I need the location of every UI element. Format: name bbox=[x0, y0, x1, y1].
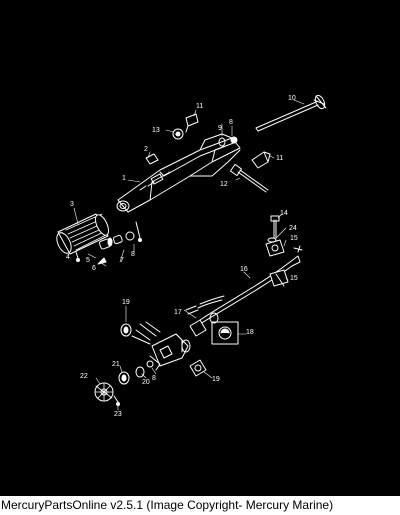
callout-1: 1 bbox=[122, 175, 126, 182]
callout-6: 6 bbox=[92, 265, 96, 272]
cap-11-right bbox=[251, 151, 271, 169]
callout-11b: 11 bbox=[276, 155, 283, 162]
washer-20 bbox=[135, 366, 145, 378]
washer-9-8 bbox=[218, 136, 238, 147]
exploded-parts-diagram: 1 2 3 4 5 6 7 8 8 8 9 10 11 11 12 13 14 … bbox=[56, 94, 327, 418]
decal-part bbox=[145, 153, 159, 165]
callout-11a: 11 bbox=[196, 103, 203, 110]
washer-24 bbox=[267, 237, 277, 243]
callout-4: 4 bbox=[66, 254, 70, 261]
callout-21: 21 bbox=[112, 361, 120, 368]
copyright-footer: MercuryPartsOnline v2.5.1 (Image Copyrig… bbox=[0, 496, 400, 515]
diagram-drawing: 1 2 3 4 5 6 7 8 8 8 9 10 11 11 12 13 14 … bbox=[56, 94, 327, 418]
bushing-13 bbox=[172, 128, 184, 140]
callout-5: 5 bbox=[86, 257, 90, 264]
callout-8a: 8 bbox=[131, 251, 135, 258]
callout-18: 18 bbox=[246, 329, 254, 336]
callout-19b: 19 bbox=[212, 376, 220, 383]
bushing-19-lower bbox=[189, 359, 207, 377]
callout-16: 16 bbox=[240, 266, 248, 273]
callout-22: 22 bbox=[80, 373, 88, 380]
callout-24: 24 bbox=[289, 225, 297, 232]
shift-cable-16 bbox=[199, 245, 303, 325]
callout-15a: 15 bbox=[290, 235, 298, 242]
clamp-15-upper bbox=[265, 239, 285, 257]
twist-grip bbox=[56, 213, 109, 255]
callout-19a: 19 bbox=[122, 299, 130, 306]
callout-8c: 8 bbox=[152, 375, 156, 382]
leader-lines bbox=[73, 99, 305, 411]
bushing-19-upper bbox=[120, 323, 132, 337]
shift-bracket bbox=[131, 321, 191, 371]
screw-23 bbox=[113, 395, 120, 406]
inset-box-18 bbox=[211, 321, 239, 345]
callout-12: 12 bbox=[220, 181, 228, 188]
bushing-21 bbox=[118, 371, 130, 385]
callout-3: 3 bbox=[70, 201, 74, 208]
screw-4 bbox=[75, 251, 80, 262]
callout-13: 13 bbox=[152, 127, 160, 134]
callout-8b: 8 bbox=[229, 119, 233, 126]
callout-2: 2 bbox=[144, 146, 148, 153]
callout-20: 20 bbox=[142, 379, 150, 386]
callout-15b: 15 bbox=[290, 275, 298, 282]
cap-11-top bbox=[185, 113, 199, 133]
bushing-group-lower bbox=[97, 221, 142, 265]
grommet-lower bbox=[185, 305, 199, 315]
clamp-15-lower bbox=[269, 269, 289, 287]
bolt-14 bbox=[270, 215, 280, 239]
throttle-shaft bbox=[255, 94, 327, 132]
nut-8-lower bbox=[146, 360, 154, 368]
callout-9: 9 bbox=[218, 125, 222, 132]
tiller-arm bbox=[116, 133, 241, 213]
callout-23: 23 bbox=[114, 411, 122, 418]
callout-7: 7 bbox=[120, 257, 124, 264]
bolt-12 bbox=[229, 163, 269, 193]
callout-14: 14 bbox=[280, 210, 288, 217]
friction-knob-22 bbox=[94, 382, 114, 402]
connector-17 bbox=[189, 295, 225, 337]
callout-17: 17 bbox=[174, 309, 182, 316]
callout-10: 10 bbox=[288, 95, 296, 102]
